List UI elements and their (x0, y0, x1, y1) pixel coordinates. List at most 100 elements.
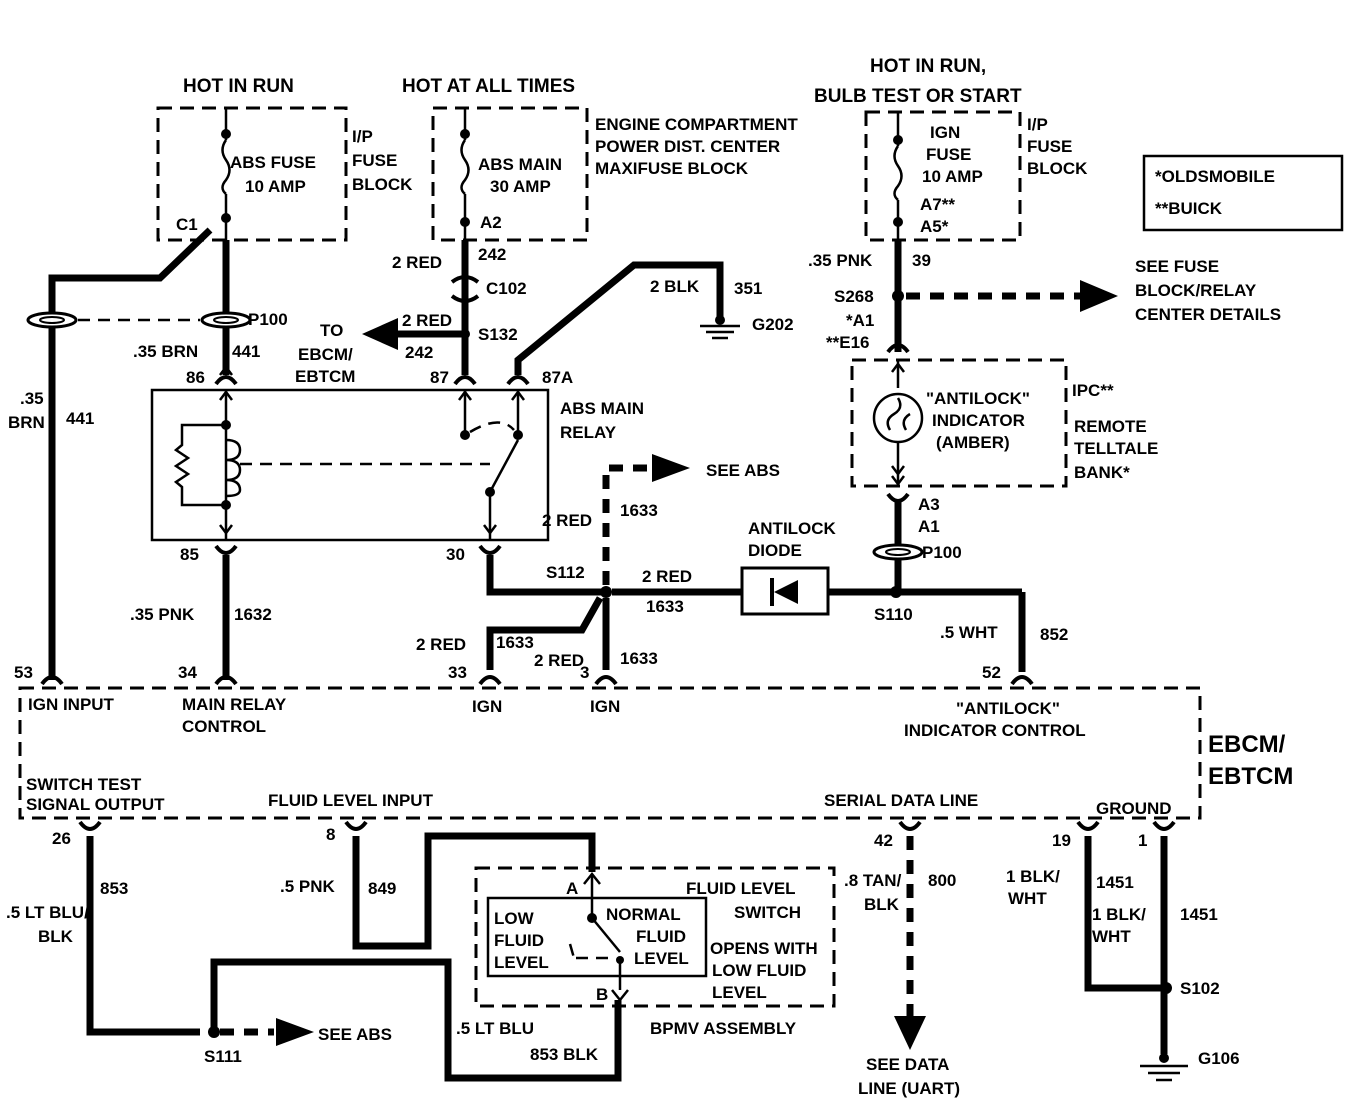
g106-label: G106 (1198, 1049, 1240, 1068)
c102-connector-icon (450, 275, 480, 303)
fluid-level-switch-label: FLUID LEVEL (686, 879, 796, 898)
svg-text:1633: 1633 (620, 501, 658, 520)
ign-fuse-element-icon (893, 145, 903, 201)
blk-wht-label: 1 BLK/ (1006, 867, 1060, 886)
svg-text:441: 441 (232, 342, 260, 361)
svg-text:CENTER DETAILS: CENTER DETAILS (1135, 305, 1281, 324)
antilock-control-label: "ANTILOCK" (956, 699, 1060, 718)
svg-text:1633: 1633 (620, 649, 658, 668)
svg-text:WHT: WHT (1008, 889, 1047, 908)
svg-text:CONTROL: CONTROL (182, 717, 266, 736)
antilock-indicator-label: "ANTILOCK" (926, 389, 1030, 408)
see-abs-arrow-icon (652, 454, 690, 482)
wire-1633-to-33 (486, 596, 604, 670)
svg-text:1632: 1632 (234, 605, 272, 624)
to-ebcm-label: EBCM/ (298, 345, 353, 364)
pin-86-label: 86 (186, 368, 205, 387)
svg-text:BLOCK/RELAY: BLOCK/RELAY (1135, 281, 1257, 300)
pin-3-label: 3 (580, 663, 589, 682)
svg-text:EBTCM: EBTCM (1208, 763, 1293, 790)
opens-with-label: OPENS WITH (710, 939, 818, 958)
relay-switch-arm-icon (488, 439, 520, 493)
e16-label: **E16 (826, 333, 869, 352)
ebcm-box (18, 686, 1202, 820)
abs-fuse-box (156, 106, 348, 242)
ign-input-label: IGN INPUT (28, 695, 115, 714)
p100-label: P100 (248, 310, 288, 329)
g106-ground-icon (1140, 1053, 1188, 1082)
abs-main-fuse-label: ABS MAIN (478, 155, 562, 174)
pnk5-label: .5 PNK (280, 877, 336, 896)
a1-label: *A1 (846, 311, 874, 330)
abs-main-relay-label: ABS MAIN (560, 399, 644, 418)
fluid-switch-arm-icon (591, 917, 621, 953)
svg-text:242: 242 (405, 343, 433, 362)
svg-text:FLUID: FLUID (494, 931, 544, 950)
see-data-label: SEE DATA (866, 1055, 949, 1074)
svg-text:FLUID: FLUID (636, 927, 686, 946)
svg-text:1451: 1451 (1096, 873, 1134, 892)
svg-text:LOW FLUID: LOW FLUID (712, 961, 806, 980)
legend-buick: **BUICK (1155, 199, 1223, 218)
ebcm-top-pins (40, 675, 1034, 686)
ebcm-title: EBCM/ (1208, 731, 1286, 758)
lt-blu-label: .5 LT BLU/ (6, 903, 89, 922)
svg-text:BULB TEST OR START: BULB TEST OR START (814, 86, 1022, 107)
ign-fuse-box (864, 110, 1022, 242)
svg-text:849: 849 (368, 879, 396, 898)
svg-text:INDICATOR: INDICATOR (932, 411, 1025, 430)
pin-30-label: 30 (446, 545, 465, 564)
wire-351-blk (514, 261, 724, 375)
hot-in-run-label: HOT IN RUN (183, 76, 294, 97)
ipc-box (850, 343, 1068, 488)
svg-text:TELLTALE: TELLTALE (1074, 439, 1158, 458)
a1b-label: A1 (918, 517, 940, 536)
a3-label: A3 (918, 495, 940, 514)
svg-text:1451: 1451 (1180, 905, 1218, 924)
svg-text:2 RED: 2 RED (402, 311, 452, 330)
svg-text:LEVEL: LEVEL (494, 953, 549, 972)
svg-text:RELAY: RELAY (560, 423, 617, 442)
wire-1451-a (1084, 836, 1166, 992)
g202-label: G202 (752, 315, 794, 334)
pin-42-label: 42 (874, 831, 893, 850)
s112-label: S112 (546, 563, 585, 582)
s102-label: S102 (1180, 979, 1220, 998)
ebcm-bottom-pins (78, 820, 1176, 831)
pnk35-label: .35 PNK (808, 251, 873, 270)
svg-text:BLK: BLK (38, 927, 74, 946)
svg-text:351: 351 (734, 279, 762, 298)
pin-34-label: 34 (178, 663, 197, 682)
g202-ground-icon (700, 315, 740, 340)
relay-pin-sockets (214, 375, 530, 555)
red2-1633-a-label: 2 RED (542, 511, 592, 530)
tan-label: .8 TAN/ (844, 871, 902, 890)
red2-1633-d-label: 2 RED (534, 651, 584, 670)
serial-data-line-label: SERIAL DATA LINE (824, 791, 978, 810)
abs-main-relay (150, 364, 550, 542)
see-fuse-label: SEE FUSE (1135, 257, 1219, 276)
svg-text:BLOCK: BLOCK (1027, 159, 1088, 178)
see-data-arrow-icon (894, 1016, 926, 1050)
svg-text:441: 441 (66, 409, 94, 428)
wht5-label: .5 WHT (940, 623, 998, 642)
svg-text:BLK: BLK (864, 895, 900, 914)
wire-853 (86, 836, 200, 1036)
pin-52-label: 52 (982, 663, 1001, 682)
s132-label: S132 (478, 325, 518, 344)
low-fluid-label: LOW (494, 909, 535, 928)
svg-text:SIGNAL OUTPUT: SIGNAL OUTPUT (26, 795, 165, 814)
ign-a-label: IGN (472, 697, 502, 716)
ipc-label: IPC** (1072, 381, 1114, 400)
engine-pdc-label: ENGINE COMPARTMENT (595, 115, 798, 134)
main-relay-control-label: MAIN RELAY (182, 695, 287, 714)
relay-resistor-icon (173, 423, 226, 507)
svg-text:1633: 1633 (646, 597, 684, 616)
pin-26-label: 26 (52, 829, 71, 848)
red2-1633-c-label: 2 RED (416, 635, 466, 654)
make-legend: *OLDSMOBILE **BUICK (1142, 154, 1344, 232)
abs-main-fuse-box (431, 106, 589, 242)
svg-text:(AMBER): (AMBER) (936, 433, 1010, 452)
pin-a-label: A (566, 879, 578, 898)
